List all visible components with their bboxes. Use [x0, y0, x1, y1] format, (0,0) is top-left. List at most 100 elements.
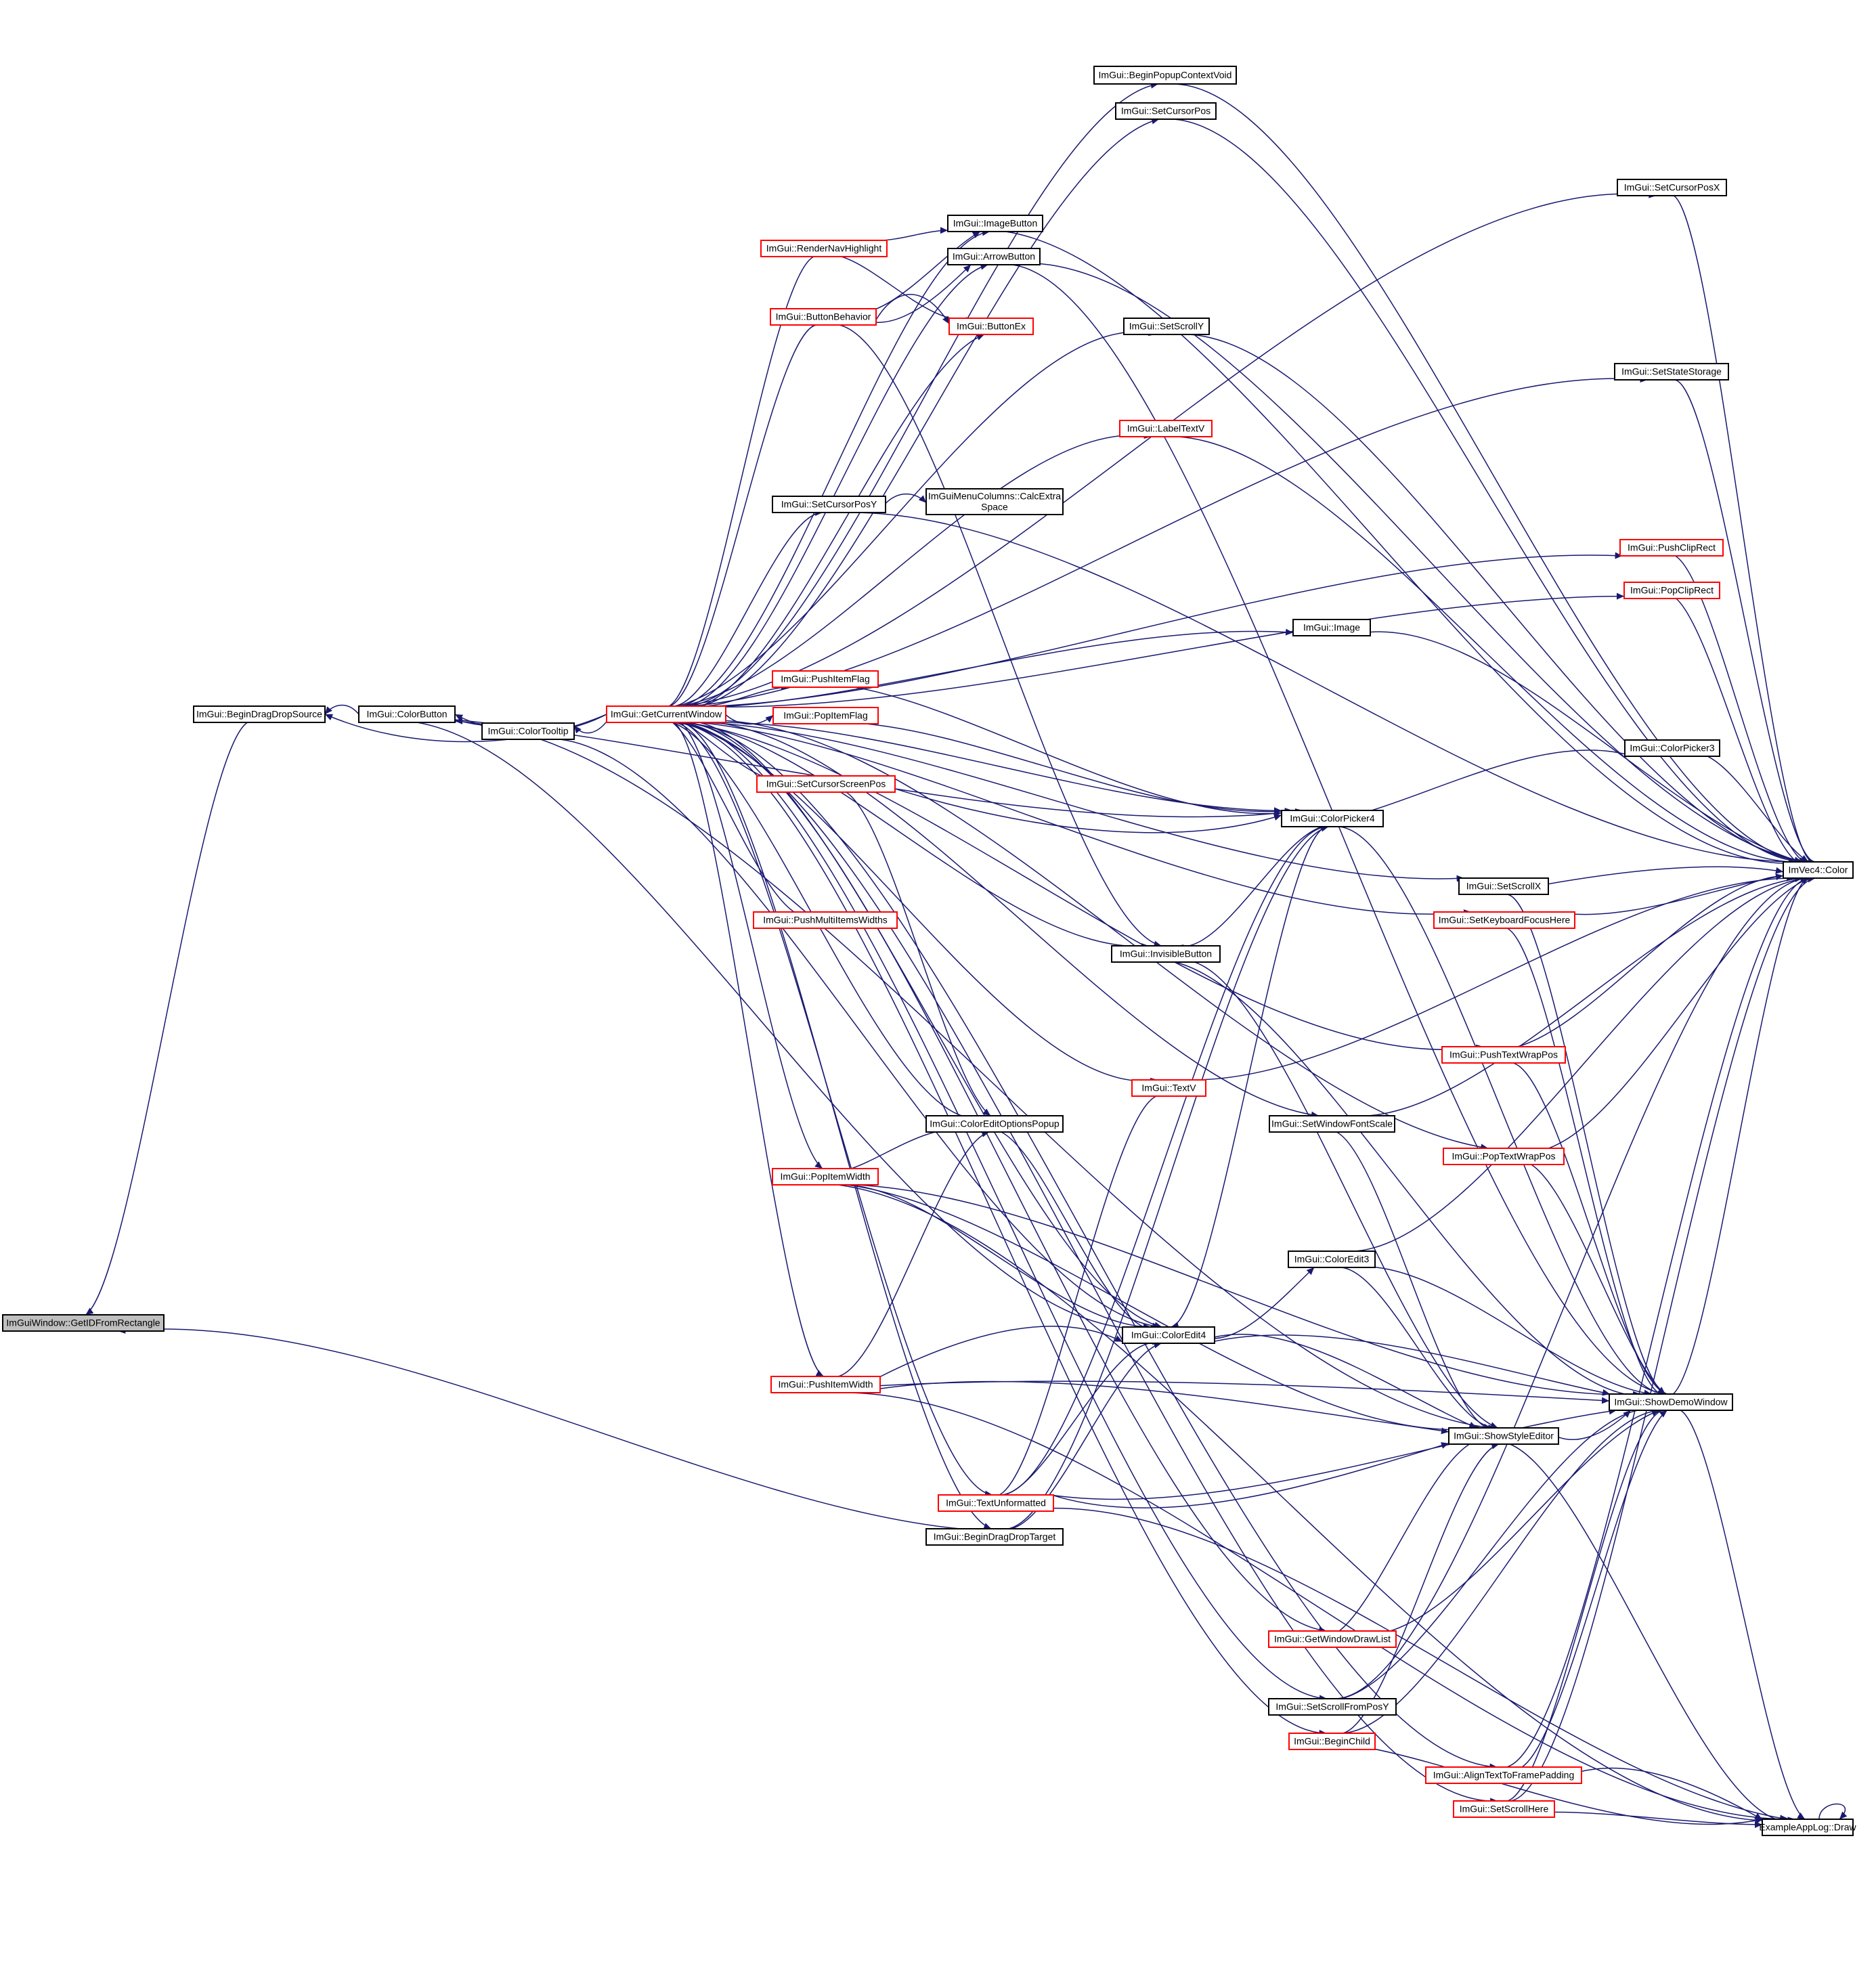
edge-setcursorpos-to-imvec4color [1173, 118, 1812, 866]
node-label: ImGui::SetCursorPosY [781, 499, 877, 510]
node-coloredit4[interactable]: ImGui::ColorEdit4 [1122, 1326, 1215, 1344]
nodes-layer: ImGuiWindow::GetIDFromRectangleImGui::Be… [2, 66, 1856, 1836]
edge-labeltextv-to-imvec4color [1177, 436, 1806, 866]
node-getwindowdrawlist[interactable]: ImGui::GetWindowDrawList [1268, 1630, 1397, 1648]
node-begindragdroptarget[interactable]: ImGui::BeginDragDropTarget [925, 1528, 1064, 1546]
edge-colortooltip-to-coloredit4 [536, 738, 1160, 1330]
node-poptextwrappos[interactable]: ImGui::PopTextWrapPos [1443, 1148, 1565, 1165]
edge-colorpicker4-to-showdemowindow [1336, 826, 1667, 1397]
edge-getcurrentwindow-to-imagebutton [671, 229, 990, 707]
node-setscrollx[interactable]: ImGui::SetScrollX [1458, 877, 1549, 895]
node-box [770, 308, 877, 326]
node-popcliprect[interactable]: ImGui::PopClipRect [1623, 582, 1720, 599]
node-pushcliprect[interactable]: ImGui::PushClipRect [1619, 539, 1724, 557]
node-buttonex[interactable]: ImGui::ButtonEx [948, 318, 1034, 335]
edge-colorpicker4-to-coloredit4 [1171, 826, 1330, 1329]
node-textv[interactable]: ImGui::TextV [1131, 1079, 1206, 1097]
node-setwindowfontscale[interactable]: ImGui::SetWindowFontScale [1269, 1115, 1395, 1133]
node-colortooltip[interactable]: ImGui::ColorTooltip [481, 722, 575, 740]
node-beginpopupcontextvoid[interactable]: ImGui::BeginPopupContextVoid [1093, 66, 1237, 85]
node-label: ImGui::SetScrollY [1129, 321, 1204, 332]
node-setscrolly[interactable]: ImGui::SetScrollY [1123, 318, 1210, 335]
node-coloredit3[interactable]: ImGui::ColorEdit3 [1288, 1251, 1376, 1268]
node-showdemowindow[interactable]: ImGui::ShowDemoWindow [1609, 1393, 1733, 1411]
node-colorbutton[interactable]: ImGui::ColorButton [358, 705, 456, 723]
node-box [925, 1115, 1064, 1133]
node-label: ImGui::PushItemFlag [781, 674, 870, 684]
edge-pushitemwidth-to-coloreditoptionspopup [831, 1130, 990, 1378]
node-textunformatted[interactable]: ImGui::TextUnformatted [938, 1494, 1054, 1512]
node-box [938, 1494, 1054, 1512]
node-beginchild[interactable]: ImGui::BeginChild [1288, 1733, 1376, 1750]
node-label: ImGui::BeginDragDropTarget [934, 1531, 1056, 1542]
node-pushitemflag[interactable]: ImGui::PushItemFlag [772, 670, 879, 688]
node-exampleapplogdraw[interactable]: ExampleAppLog::Draw [1759, 1819, 1856, 1836]
edge-colorbutton-to-showstyleeditor [419, 720, 1491, 1431]
node-setkeyboardfocushere[interactable]: ImGui::SetKeyboardFocusHere [1433, 911, 1575, 929]
node-box [1623, 582, 1720, 599]
node-label: ImGui::SetCursorPos [1121, 106, 1210, 116]
node-pushitemwidth[interactable]: ImGui::PushItemWidth [770, 1376, 881, 1393]
node-begindragdropsource[interactable]: ImGui::BeginDragDropSource [193, 705, 326, 723]
node-popitemwidth[interactable]: ImGui::PopItemWidth [772, 1168, 879, 1186]
edge-getcurrentwindow-to-popcliprect [725, 592, 1625, 708]
node-setcursorposx[interactable]: ImGui::SetCursorPosX [1617, 179, 1727, 196]
node-box [1433, 911, 1575, 929]
edge-getcurrentwindow-to-pushtextwrappos [686, 722, 1484, 1051]
node-setcursorposy[interactable]: ImGui::SetCursorPosY [772, 496, 886, 513]
node-box [1111, 945, 1221, 963]
node-imvec4color[interactable]: ImVec4::Color [1783, 861, 1854, 879]
edge-popitemwidth-to-coloreditoptionspopup [851, 1126, 969, 1169]
node-buttonbehavior[interactable]: ImGui::ButtonBehavior [770, 308, 877, 326]
node-box [947, 248, 1041, 265]
node-getcurrentwindow[interactable]: ImGui::GetCurrentWindow [606, 705, 726, 723]
node-getidfromrect[interactable]: ImGuiWindow::GetIDFromRectangle [2, 1314, 165, 1332]
node-box [1123, 318, 1210, 335]
edge-poptextwrappos-to-imvec4color [1512, 877, 1810, 1152]
node-imagebutton[interactable]: ImGui::ImageButton [947, 215, 1043, 232]
node-pushmultiitemswidths[interactable]: ImGui::PushMultiItemsWidths [753, 911, 898, 929]
edge-textunformatted-to-coloredit4 [1004, 1338, 1160, 1496]
edge-getcurrentwindow-to-arrowbutton [672, 263, 988, 708]
node-pushtextwrappos[interactable]: ImGui::PushTextWrapPos [1441, 1046, 1566, 1064]
edge-getcurrentwindow-to-beginchild [671, 722, 1327, 1737]
edge-showdemowindow-to-imvec4color [1672, 871, 1816, 1395]
node-label: ImGui::SetKeyboardFocusHere [1439, 915, 1571, 926]
edge-aligntexttoframepadding-to-showdemowindow [1506, 1410, 1668, 1770]
node-label: ImGui::ColorTooltip [487, 726, 568, 737]
node-label: ImGui::PopTextWrapPos [1452, 1151, 1555, 1162]
node-labeltextv[interactable]: ImGui::LabelTextV [1119, 420, 1213, 437]
node-aligntexttoframepadding[interactable]: ImGui::AlignTextToFramePadding [1425, 1766, 1582, 1784]
node-setscrollfromposy[interactable]: ImGui::SetScrollFromPosY [1268, 1698, 1397, 1716]
node-invisiblebutton[interactable]: ImGui::InvisibleButton [1111, 945, 1221, 963]
node-colorpicker4[interactable]: ImGui::ColorPicker4 [1281, 810, 1384, 827]
node-setstatestorage[interactable]: ImGui::SetStateStorage [1614, 363, 1729, 380]
edge-invisiblebutton-to-showstyleeditor [1171, 959, 1498, 1429]
node-showstyleeditor[interactable]: ImGui::ShowStyleEditor [1448, 1427, 1559, 1445]
node-rendernavhighlight[interactable]: ImGui::RenderNavHighlight [760, 240, 888, 257]
node-popitemflag[interactable]: ImGui::PopItemFlag [772, 707, 879, 724]
node-colorpicker3[interactable]: ImGui::ColorPicker3 [1624, 739, 1720, 757]
edge-pushitemwidth-to-exampleapplogdraw [844, 1392, 1790, 1823]
node-label: ImGuiMenuColumns::CalcExtra [928, 491, 1061, 502]
edge-textunformatted-to-exampleapplogdraw [1016, 1507, 1788, 1822]
node-box [1269, 1115, 1395, 1133]
edge-textunformatted-to-showstyleeditor [1053, 1442, 1449, 1508]
node-box [772, 707, 879, 724]
edge-setscrollhere-to-exampleapplogdraw [1554, 1811, 1763, 1828]
edge-beginpopupcontextvoid-to-imvec4color [1172, 83, 1812, 865]
node-box [772, 496, 886, 513]
node-box [1619, 539, 1724, 557]
node-label: ImGui::InvisibleButton [1120, 949, 1212, 959]
node-arrowbutton[interactable]: ImGui::ArrowButton [947, 248, 1041, 265]
node-label: ImGui::ButtonBehavior [776, 311, 871, 322]
node-coloreditoptionspopup[interactable]: ImGui::ColorEditOptionsPopup [925, 1115, 1064, 1133]
node-image[interactable]: ImGui::Image [1292, 619, 1371, 636]
node-box [1624, 739, 1720, 757]
node-setscrollhere[interactable]: ImGui::SetScrollHere [1453, 1800, 1555, 1818]
edge-setcursorscreenpos-to-colorpicker4 [894, 788, 1282, 833]
node-label: ExampleAppLog::Draw [1759, 1822, 1856, 1833]
node-setcursorpos[interactable]: ImGui::SetCursorPos [1115, 102, 1217, 120]
node-setcursorscreenpos[interactable]: ImGui::SetCursorScreenPos [756, 775, 896, 793]
